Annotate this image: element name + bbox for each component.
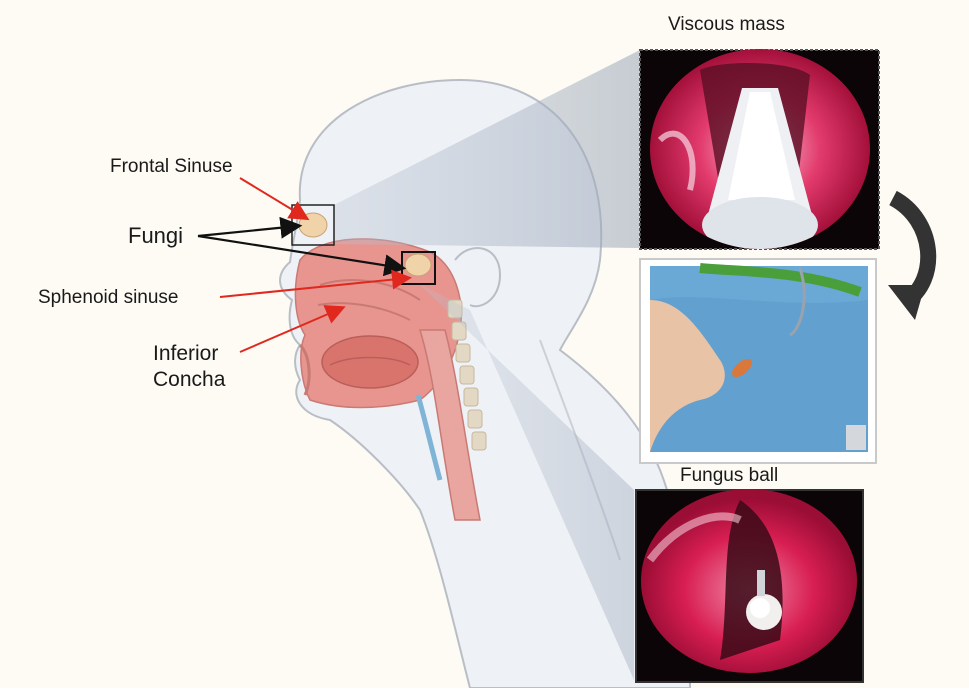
sphenoid-sinus-label: Sphenoid sinuse <box>38 287 179 309</box>
inferior-concha-label-line2: Concha <box>153 368 225 392</box>
fungus-ball-photo <box>636 489 863 682</box>
viscous-mass-title: Viscous mass <box>668 14 785 36</box>
fungi-label: Fungi <box>128 223 183 249</box>
frontal-sinus-label: Frontal Sinuse <box>110 156 233 178</box>
inferior-concha-label-line1: Inferior <box>153 342 218 366</box>
extracted-specimen-photo <box>640 259 876 463</box>
fungus-ball-title: Fungus ball <box>680 465 778 487</box>
viscous-mass-photo <box>640 49 879 253</box>
